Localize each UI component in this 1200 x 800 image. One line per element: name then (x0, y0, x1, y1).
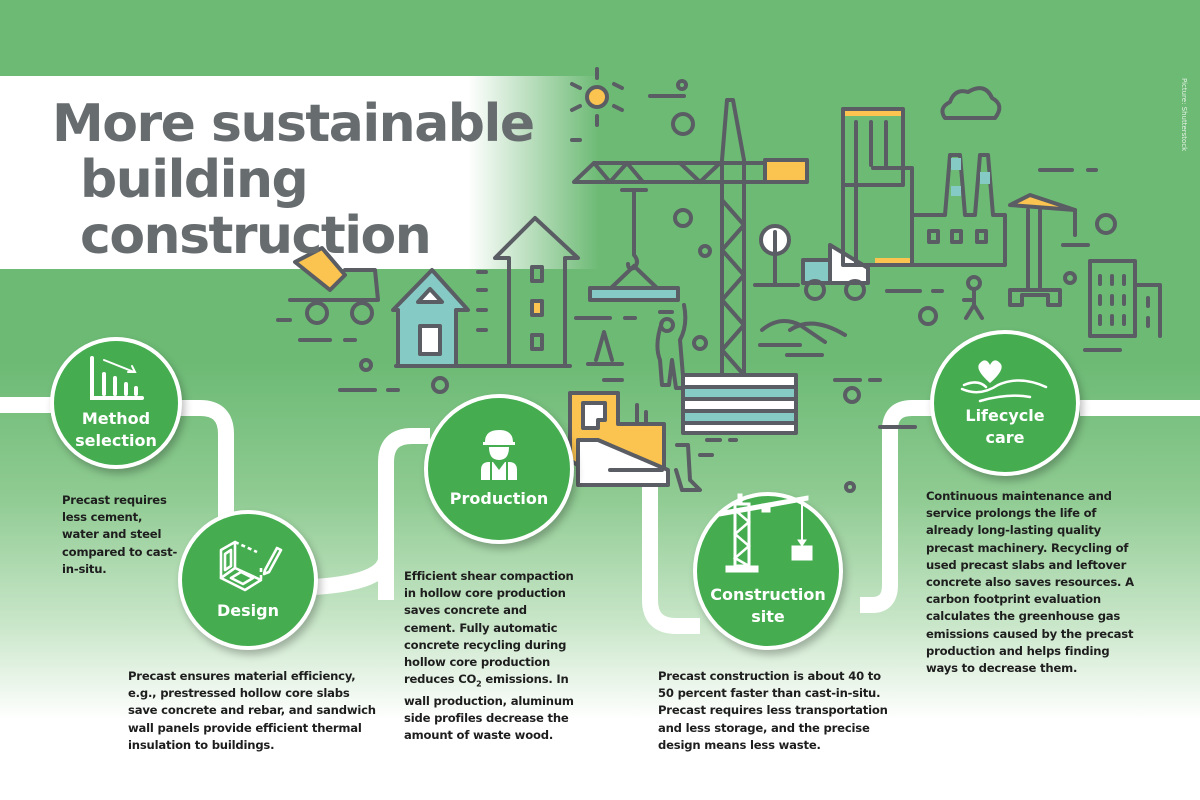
office-building (1083, 259, 1162, 352)
step-description-lifecycle-care: Continuous maintenance and service prolo… (926, 489, 1134, 676)
cloud (940, 86, 1002, 120)
step-description-method-selection: Precast requires less cement, water and … (62, 493, 178, 576)
production-text-part1: Efficient shear compaction in hollow cor… (404, 569, 574, 687)
step-lifecycle-care: Lifecycle care (930, 330, 1080, 476)
step-label-line: selection (75, 431, 157, 450)
apartment-building (493, 216, 580, 368)
step-label-line: Lifecycle (965, 406, 1045, 425)
step-label-line: site (751, 607, 785, 626)
sun-icon (585, 85, 609, 109)
dump-truck (801, 243, 870, 301)
step-description-construction-site: Precast construction is about 40 to 50 p… (658, 669, 888, 752)
construction-worker (655, 303, 708, 390)
bar-chart-decline-icon (90, 356, 144, 400)
slab-stack (681, 373, 798, 435)
small-crane (1008, 168, 1117, 307)
title-band (0, 76, 600, 269)
step-label-line: Construction (710, 585, 826, 604)
production-text-part2: emissions. In wall production, aluminum … (404, 672, 574, 743)
heart-in-hand-icon (960, 360, 1048, 403)
hills (758, 319, 917, 493)
step-construction-site: Construction site (693, 492, 843, 650)
step-label-line: Production (449, 489, 549, 508)
tree (753, 224, 800, 287)
step-production: Production (424, 394, 574, 544)
title-line-1: More sustainable (52, 94, 535, 154)
tower-crane (572, 79, 809, 377)
skyscraper (841, 107, 914, 267)
step-description-design: Precast ensures material efficiency, e.g… (128, 669, 376, 752)
co2-subscript: 2 (476, 679, 482, 689)
picture-credit: Picture: Shutterstock (1180, 78, 1188, 152)
page-title: More sustainable building construction (52, 94, 535, 266)
worker-hardhat-icon (481, 430, 517, 480)
factory (910, 153, 1007, 267)
step-label-line: care (985, 428, 1025, 447)
house (391, 268, 572, 368)
title-line-2: building (80, 150, 309, 210)
step-label-line: Design (217, 601, 279, 620)
step-description-production: Efficient shear compaction in hollow cor… (404, 568, 580, 744)
step-label-line: Method (81, 409, 151, 428)
step-method-selection: Method selection (50, 337, 182, 469)
traffic-cone (574, 316, 637, 382)
walking-person (885, 275, 984, 326)
step-design: Design (178, 510, 318, 650)
title-line-3: construction (80, 206, 432, 266)
design-drafting-icon (219, 540, 283, 592)
tower-crane-icon (718, 493, 813, 573)
cement-mixer-truck (276, 246, 449, 394)
